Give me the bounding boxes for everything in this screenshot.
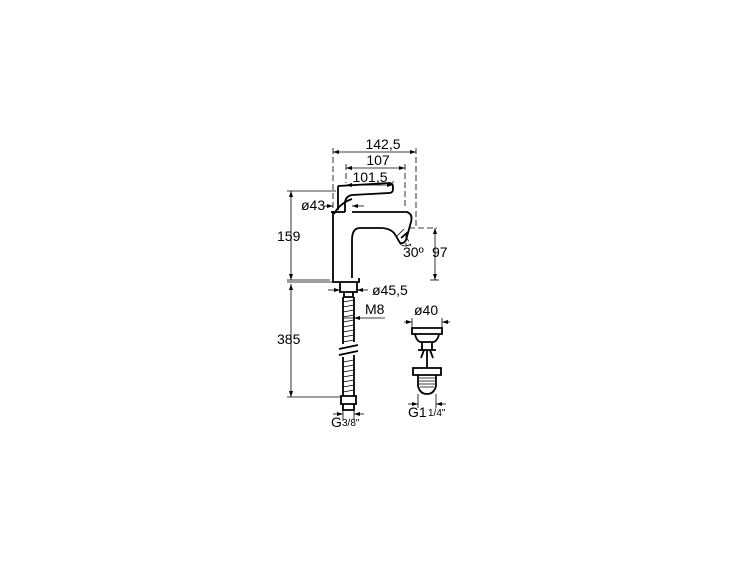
dim-angle-lines [399,227,439,281]
dim-base-diameter: ø45,5 [372,282,408,298]
dim-connection-frac: 3/8" [342,418,360,429]
dim-height-97: 97 [432,244,448,260]
dim-angle: 30º [403,244,424,260]
dim-height-159-lines [287,190,336,281]
dim-width-spout: 101,5 [352,169,387,185]
dim-height-159: 159 [277,228,301,244]
dim-waste-diameter: ø40 [414,302,438,318]
dim-diameter-43-lines [324,204,364,208]
dim-length-385: 385 [277,331,301,347]
dim-diameter-43: ø43 [301,197,325,213]
dim-widths [332,148,417,228]
dim-length-385-lines [287,281,341,398]
dim-waste-g: G1 [408,404,427,420]
dim-connection-lines [333,410,364,420]
faucet-body [331,182,413,298]
flexible-hose [338,297,359,411]
dim-thread-m8: M8 [365,301,385,317]
dim-base-lines [328,288,385,320]
dim-width-total: 142,5 [365,136,400,152]
dim-connection-g: G [331,414,342,430]
dim-waste-lines [404,318,450,408]
dim-width-107: 107 [366,152,390,168]
waste-valve [411,327,443,395]
dim-waste-frac: 1/4" [428,408,446,419]
